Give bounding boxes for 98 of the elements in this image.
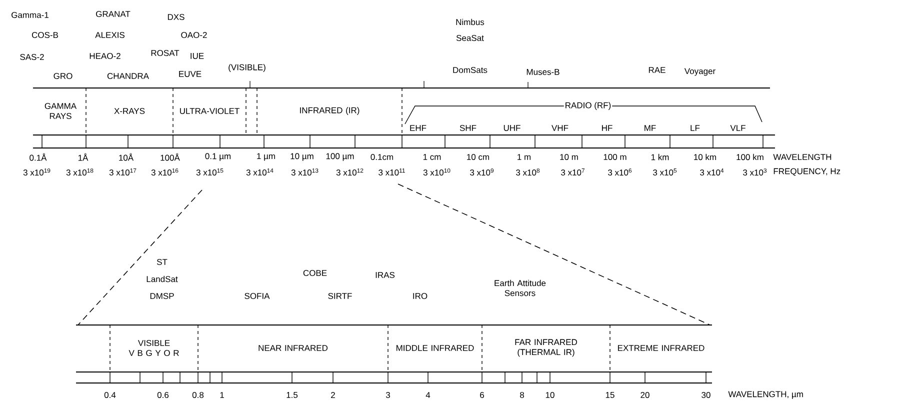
satellite-name: IRAS bbox=[376, 272, 395, 278]
band-cell: MIDDLE INFRARED bbox=[396, 345, 474, 351]
tick-label: 1 m bbox=[518, 154, 531, 160]
satellite-name: Muses-B bbox=[526, 69, 560, 75]
satellite-name: SOFIA bbox=[244, 293, 270, 299]
tick-label: 1Å bbox=[78, 153, 88, 161]
tick-label: 3 x10$^{8}$ bbox=[516, 168, 540, 176]
satellite-name: SIRTF bbox=[328, 293, 352, 299]
tick-label: 10 cm bbox=[467, 154, 489, 160]
tick-label: 100 km bbox=[736, 154, 764, 160]
satellite-name: DMSP bbox=[150, 293, 174, 299]
tick-label: 4 bbox=[426, 392, 430, 398]
band-label: VLF bbox=[730, 125, 746, 131]
satellite-name: ALEXIS bbox=[95, 32, 125, 38]
tick-label: 10 bbox=[546, 392, 554, 398]
band-label: MF bbox=[644, 125, 656, 131]
band-label: RADIO (RF) bbox=[564, 101, 612, 111]
satellite-name: Gamma-1 bbox=[12, 12, 48, 18]
satellite-name: DXS bbox=[168, 14, 184, 20]
tick-label: 1 bbox=[220, 392, 224, 398]
band-cell: GAMMA RAYS bbox=[44, 103, 77, 119]
tick-label: 30 bbox=[702, 392, 710, 398]
tick-label: 3 x10$^{16}$ bbox=[151, 168, 178, 176]
satellite-name: COS-B bbox=[32, 32, 58, 38]
satellite-name: GRANAT bbox=[96, 11, 130, 17]
satellite-name: COBE bbox=[303, 270, 327, 276]
satellite-name: DomSats bbox=[453, 67, 488, 73]
satellite-name: Earth Attitude Sensors bbox=[494, 280, 546, 296]
tick-label: 10 µm bbox=[290, 153, 314, 161]
tick-label: 15 bbox=[606, 392, 614, 398]
band-cell: VISIBLE V B G Y O R bbox=[128, 340, 179, 356]
band-cell: INFRARED (IR) bbox=[300, 107, 360, 115]
tick-label: 2 bbox=[331, 392, 335, 398]
axis-title: FREQUENCY, Hz bbox=[774, 168, 840, 176]
satellite-name: ST bbox=[156, 259, 168, 265]
tick-label: 0.1 µm bbox=[205, 153, 231, 161]
tick-label: 3 x10$^{3}$ bbox=[743, 168, 767, 176]
tick-label: 100 m bbox=[604, 154, 626, 160]
tick-label: 3 x10$^{14}$ bbox=[246, 168, 274, 176]
tick-label: 1 µm bbox=[257, 153, 275, 161]
satellite-name: ROSAT bbox=[151, 50, 180, 56]
tick-label: 100Å bbox=[160, 153, 180, 161]
band-cell: X-RAYS bbox=[114, 108, 145, 114]
satellite-name: IRO bbox=[413, 293, 428, 299]
band-label: HF bbox=[602, 125, 612, 131]
tick-label: 3 x10$^{6}$ bbox=[608, 168, 632, 176]
axis-title: WAVELENGTH, µm bbox=[728, 391, 803, 399]
band-cell: NEAR INFRARED bbox=[258, 345, 328, 351]
axis-title: WAVELENGTH bbox=[773, 154, 832, 160]
satellite-name: LandSat bbox=[146, 276, 178, 282]
tick-label: 3 x10$^{7}$ bbox=[561, 168, 584, 176]
satellite-name: CHANDRA bbox=[107, 73, 149, 79]
satellite-name: EUVE bbox=[179, 71, 202, 77]
tick-label: 3 bbox=[386, 392, 390, 398]
band-cell: EXTREME INFRARED bbox=[618, 345, 704, 351]
tick-label: 1 km bbox=[651, 154, 669, 160]
tick-label: 3 x10$^{11}$ bbox=[378, 168, 405, 176]
band-label: LF bbox=[690, 125, 700, 131]
tick-label: 0.6 bbox=[157, 392, 169, 398]
tick-label: 10 m bbox=[560, 154, 578, 160]
band-label: SHF bbox=[460, 125, 476, 131]
tick-label: 3 x10$^{5}$ bbox=[653, 168, 677, 176]
satellite-name: GRO bbox=[54, 73, 72, 79]
tick-label: 0.1cm bbox=[370, 154, 394, 160]
tick-label: 10Å bbox=[119, 153, 134, 161]
tick-label: 3 x10$^{17}$ bbox=[109, 168, 136, 176]
satellite-name: IUE bbox=[190, 53, 204, 59]
tick-label: 3 x10$^{18}$ bbox=[66, 168, 94, 176]
tick-label: 10 km bbox=[694, 154, 716, 160]
tick-label: 100 µm bbox=[326, 153, 354, 161]
tick-label: 0.1Å bbox=[30, 153, 47, 161]
satellite-name: RAE bbox=[648, 67, 666, 73]
tick-label: 0.4 bbox=[104, 392, 116, 398]
tick-label: 1.5 bbox=[286, 392, 298, 398]
band-label: VHF bbox=[552, 125, 568, 131]
tick-label: 3 x10$^{15}$ bbox=[196, 168, 224, 176]
satellite-name: Voyager bbox=[684, 68, 716, 76]
tick-label: 3 x10$^{19}$ bbox=[23, 168, 50, 176]
tick-label: 3 x10$^{9}$ bbox=[470, 168, 494, 176]
tick-label: 3 x10$^{12}$ bbox=[336, 168, 364, 176]
satellite-name: SeaSat bbox=[456, 35, 484, 41]
satellite-name: OAO-2 bbox=[181, 32, 207, 38]
band-cell: FAR INFRARED (THERMAL IR) bbox=[515, 339, 577, 357]
tick-label: 3 x10$^{4}$ bbox=[700, 168, 724, 176]
band-label: UHF bbox=[504, 125, 520, 131]
tick-label: 6 bbox=[480, 392, 484, 398]
tick-label: 3 x10$^{13}$ bbox=[291, 168, 318, 176]
tick-label: 0.8 bbox=[192, 392, 204, 398]
tick-label: 3 x10$^{10}$ bbox=[423, 168, 450, 176]
tick-label: 1 cm bbox=[423, 154, 441, 160]
band-cell: ULTRA-VIOLET bbox=[180, 108, 240, 114]
satellite-name: SAS-2 bbox=[20, 54, 44, 60]
satellite-name: Nimbus bbox=[456, 18, 484, 26]
band-label: (VISIBLE) bbox=[228, 64, 266, 72]
satellite-name: HEAO-2 bbox=[90, 53, 120, 59]
tick-label: 20 bbox=[640, 392, 650, 398]
band-label: EHF bbox=[410, 125, 426, 131]
tick-label: 8 bbox=[520, 392, 524, 398]
